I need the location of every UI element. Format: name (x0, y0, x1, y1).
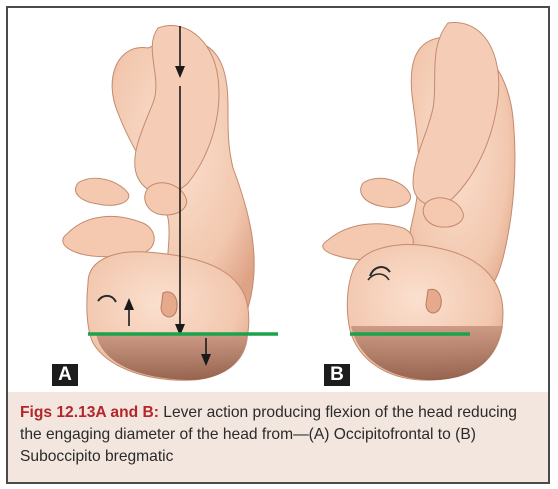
figure-frame: A B Figs 12.13A and B: Lever action prod… (6, 6, 550, 484)
figure-caption: Figs 12.13A and B: Lever action producin… (8, 392, 548, 482)
caption-lead: Figs 12.13A and B: (20, 404, 159, 421)
panel-label-b: B (324, 364, 350, 386)
fetus-illustration (8, 8, 548, 392)
fetus-a (63, 25, 278, 380)
fetus-b (323, 23, 515, 381)
figure-illustration-area: A B (8, 8, 548, 392)
panel-label-a: A (52, 364, 78, 386)
